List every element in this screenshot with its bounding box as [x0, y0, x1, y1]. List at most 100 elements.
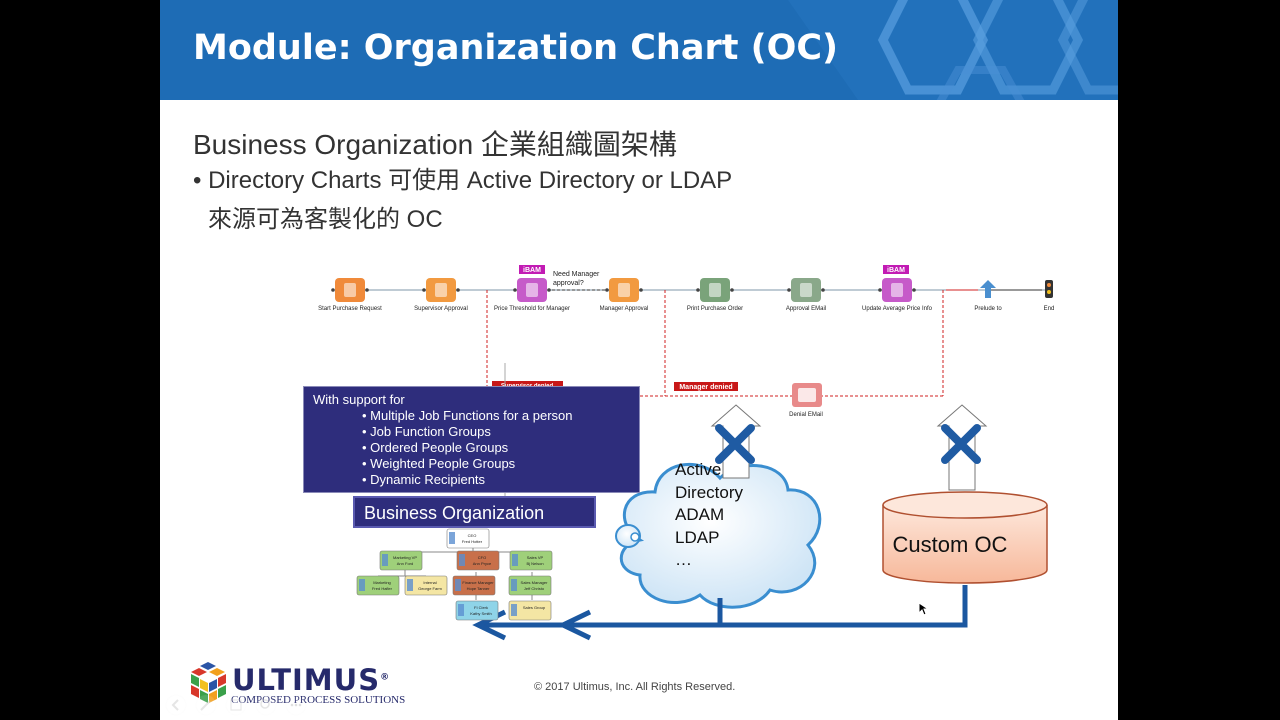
workflow-connectors: [352, 289, 1045, 397]
workflow-steps: Start Purchase Request Supervisor Approva…: [318, 278, 1054, 312]
directory-source-line: …: [675, 550, 692, 569]
directory-source-line: Directory: [675, 482, 744, 502]
blocked-x-icon: [715, 424, 755, 464]
custom-oc-label: Custom OC: [893, 532, 1008, 557]
workflow-diagram: Start Purchase Request Supervisor Approva…: [318, 265, 1118, 641]
list-item: • Weighted People Groups: [362, 456, 516, 471]
bullet-custom-oc: 來源可為客製化的 OC: [208, 206, 443, 233]
list-item: • Ordered People Groups: [362, 440, 509, 455]
org-node-title: Sales VP: [527, 555, 544, 560]
blocked-x-icon: [941, 424, 981, 464]
org-node-title: CEO: [468, 533, 477, 538]
workflow-step-label: Print Purchase Order: [687, 306, 743, 312]
workflow-step-label: End: [1044, 306, 1055, 312]
decision-note-line-2: approval?: [553, 280, 584, 287]
workflow-step-label: Manager Approval: [600, 306, 649, 312]
org-node-name: Fred Hotter: [462, 539, 483, 544]
step-icon: [1045, 280, 1053, 298]
workflow-step: Manager Approval: [600, 278, 649, 312]
zoom-icon[interactable]: [256, 695, 276, 715]
person-icon: [459, 554, 465, 566]
org-node-name: Bj Nelson: [526, 561, 543, 566]
business-organization-label: Business Organization: [364, 503, 545, 523]
page-title: Module: Organization Chart (OC): [193, 28, 839, 68]
support-box-title: With support for: [313, 392, 405, 407]
grid-view-icon[interactable]: [226, 695, 246, 715]
workflow-step: End: [1044, 280, 1055, 312]
org-node-title: Finance Manager: [462, 580, 494, 585]
person-icon: [455, 579, 461, 591]
org-node-name: Fred Hafler: [372, 586, 393, 591]
mouse-cursor-icon: [918, 602, 930, 616]
active-directory-cloud: [615, 462, 822, 609]
hexagon-decoration: [788, 0, 1118, 100]
rejection-tag-manager: Manager denied: [674, 382, 738, 391]
directory-source-line: Active: [675, 460, 722, 479]
workflow-step: Print Purchase Order: [687, 278, 743, 312]
bullet-directory-charts: • Directory Charts 可使用 Active Directory …: [193, 167, 733, 194]
org-node-title: CFO: [478, 555, 486, 560]
workflow-step-label: Prelude to: [974, 306, 1002, 312]
cube-logo-icon: [191, 662, 226, 703]
workflow-step: Supervisor Approval: [414, 278, 468, 312]
logo-tagline: COMPOSED PROCESS SOLUTIONS: [231, 694, 406, 706]
workflow-step-label: Update Average Price Info: [862, 306, 933, 312]
workflow-step-label: Price Threshold for Manager: [494, 306, 570, 312]
section-subtitle: Business Organization 企業組織圖架構: [193, 129, 677, 160]
ultimus-logo: ULTIMUS® COMPOSED PROCESS SOLUTIONS: [185, 658, 405, 710]
person-icon: [407, 579, 413, 591]
list-item: • Multiple Job Functions for a person: [362, 408, 573, 423]
slide-player-controls: [166, 695, 306, 715]
org-node-name: George Farm: [418, 586, 442, 591]
org-node: Sales Group: [508, 600, 552, 621]
directory-source-line: LDAP: [675, 527, 720, 547]
workflow-step: Approval EMail: [786, 278, 826, 312]
business-organization-box: Business Organization: [353, 496, 596, 528]
slide: Module: Organization Chart (OC) Business…: [160, 0, 1118, 720]
previous-slide-icon[interactable]: [166, 695, 186, 715]
person-icon: [511, 579, 517, 591]
ibam-tag-label: iBAM: [523, 267, 541, 274]
slide-header: Module: Organization Chart (OC): [160, 0, 1118, 100]
copyright-text: © 2017 Ultimus, Inc. All Rights Reserved…: [534, 681, 736, 693]
org-node-name: Hope Tanner: [467, 586, 491, 591]
org-node-name: Kathy Smith: [470, 611, 492, 616]
more-options-icon[interactable]: [286, 695, 306, 715]
workflow-step: Update Average Price Info: [862, 278, 933, 312]
blocked-arrow-custom-oc: [936, 404, 988, 491]
org-node-title: FI Clerk: [474, 605, 488, 610]
ibam-tag-2: iBAM: [883, 265, 909, 274]
ibam-tag-label: iBAM: [887, 267, 905, 274]
workflow-step-label: Start Purchase Request: [318, 306, 382, 312]
ibam-tag-1: iBAM: [519, 265, 545, 274]
person-icon: [511, 604, 517, 616]
workflow-step: Prelude to: [974, 280, 1002, 312]
denial-email-label: Denial EMail: [789, 412, 823, 418]
directory-sources: Active Directory ADAM LDAP …: [675, 459, 743, 572]
decision-note-line-1: Need Manager: [553, 271, 600, 278]
workflow-step: Price Threshold for Manager: [494, 278, 570, 312]
org-node-title: Marketing: [373, 580, 391, 585]
org-node-name: Ann Ford: [397, 561, 413, 566]
person-icon: [512, 554, 518, 566]
workflow-step-label: Approval EMail: [786, 306, 826, 312]
org-node-title: Internal: [423, 580, 436, 585]
support-list: • Multiple Job Functions for a person • …: [362, 408, 573, 488]
pen-tool-icon[interactable]: [196, 695, 216, 715]
right-edge-mask: [1100, 268, 1118, 313]
blocked-arrow-directory: [710, 404, 762, 479]
step-icon: [980, 280, 996, 298]
denial-email-step: Denial EMail: [789, 383, 823, 418]
workflow-step-label: Supervisor Approval: [414, 306, 468, 312]
org-node-name: Jeff Christo: [524, 586, 545, 591]
